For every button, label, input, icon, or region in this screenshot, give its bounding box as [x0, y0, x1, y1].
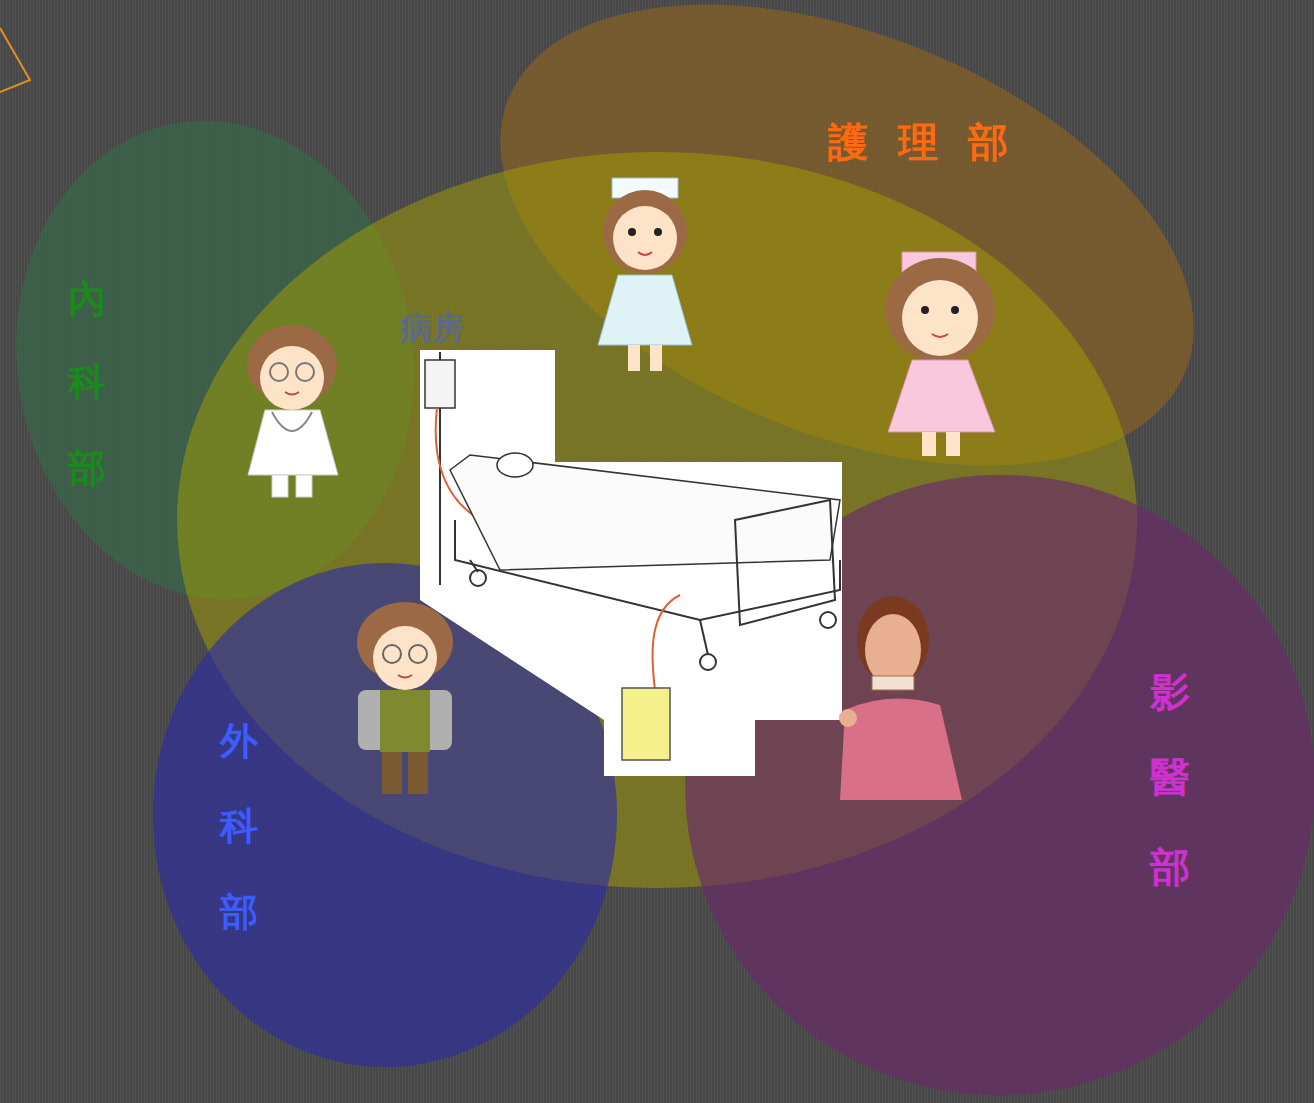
region-outline: [680, 470, 1314, 1100]
film-strip: [872, 676, 914, 690]
glasses: [409, 645, 427, 663]
iv-bag: [425, 360, 455, 408]
eye: [628, 228, 636, 236]
bed-frame: [455, 520, 840, 620]
corner-mark: [0, 28, 30, 92]
nurse-uniform: [888, 360, 995, 432]
bed-wheel: [820, 612, 836, 628]
leg: [408, 752, 428, 794]
vest: [380, 690, 430, 752]
surgeon-face: [373, 626, 437, 690]
region-ellipse: [153, 563, 617, 1067]
eye: [921, 306, 929, 314]
department-label: 內 科 部: [68, 248, 106, 416]
bed-wheel: [470, 570, 486, 586]
nurse-face: [902, 280, 978, 356]
nurse-hair: [603, 190, 687, 274]
mouth: [285, 392, 299, 395]
department-region: [680, 470, 1314, 1100]
bed-leg: [470, 560, 478, 572]
bed-footboard: [735, 500, 835, 625]
shirt: [358, 690, 452, 750]
nurse-cap: [902, 252, 976, 272]
mouth: [398, 675, 412, 678]
department-label: 影 醫 部: [1150, 640, 1190, 812]
leg: [296, 475, 312, 497]
nurse-hair: [885, 258, 995, 362]
mouth: [932, 334, 948, 337]
glasses: [296, 363, 314, 381]
leg: [272, 475, 288, 497]
bed-leg: [700, 620, 708, 655]
leg: [382, 752, 402, 794]
doctor-face: [260, 346, 324, 410]
eye: [654, 228, 662, 236]
leg: [946, 432, 960, 456]
staff-hair: [857, 596, 929, 684]
leg: [650, 345, 662, 371]
pink-top: [840, 699, 962, 800]
hand: [839, 709, 857, 727]
mouth: [638, 252, 652, 255]
department-label: 護 理 部: [828, 122, 1008, 162]
eye: [951, 306, 959, 314]
nurse-uniform: [598, 275, 692, 345]
patient-head: [497, 453, 533, 477]
surgeon-hair: [357, 602, 453, 682]
glasses: [270, 363, 288, 381]
bed-wheel: [700, 654, 716, 670]
white-coat: [248, 410, 338, 475]
bed-backdrop: [420, 350, 842, 776]
nurse-face: [613, 206, 677, 270]
nurse-cap: [612, 178, 678, 198]
department-label: 外 科 部: [220, 692, 258, 860]
leg: [628, 345, 640, 371]
doctor-hair: [247, 325, 337, 405]
iv-tube: [436, 408, 578, 542]
bed-sheet: [450, 455, 840, 570]
staff-face: [865, 614, 921, 686]
drain-bag: [622, 688, 670, 760]
stethoscope: [272, 412, 312, 431]
department-label: 病房: [400, 312, 464, 344]
iv-stand: [439, 352, 441, 585]
glasses: [383, 645, 401, 663]
leg: [922, 432, 936, 456]
drain-tube: [653, 595, 680, 690]
region-ellipse: [636, 425, 1314, 1103]
